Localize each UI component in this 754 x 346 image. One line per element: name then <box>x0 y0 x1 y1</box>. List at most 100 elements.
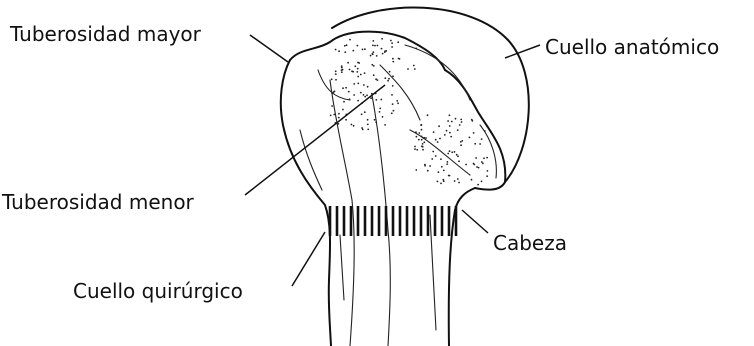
stipple-dot <box>384 124 386 126</box>
stipple-dot <box>460 119 462 121</box>
stipple-dot <box>338 113 340 115</box>
leader-cuello-anatomico <box>505 45 540 58</box>
stipple-dot <box>371 53 373 55</box>
stipple-dot <box>356 71 358 73</box>
stipple-dot <box>422 149 424 151</box>
stipple-dot <box>331 105 333 107</box>
stipple-dot <box>391 112 393 114</box>
stipple-dot <box>381 48 383 50</box>
stipple-dot <box>371 64 373 66</box>
shaft-inner-line <box>372 95 390 346</box>
stipple-dot <box>341 69 343 71</box>
stipple-dot <box>391 46 393 48</box>
stipple-dot <box>335 79 337 81</box>
label-cuello-anatomico: Cuello anatómico <box>545 37 719 57</box>
stipple-dot <box>367 119 369 121</box>
stipple-dot <box>441 166 443 168</box>
stipple-dot <box>454 180 456 182</box>
stipple-dot <box>439 138 441 140</box>
stipple-dot <box>363 94 365 96</box>
stipple-dot <box>427 170 429 172</box>
shaft-fine-lines <box>300 130 436 330</box>
stipple-dot <box>384 77 386 79</box>
stipple-dot <box>475 157 477 159</box>
stipple-dot <box>390 40 392 42</box>
stipple-dot <box>483 157 485 159</box>
stipple-dot <box>482 163 484 165</box>
leader-cabeza <box>462 210 488 233</box>
stipple-dot <box>381 38 383 40</box>
stipple-dot <box>353 94 355 96</box>
stipple-dot <box>354 65 356 67</box>
stipple-dot <box>367 86 369 88</box>
stipple-dot <box>372 45 374 47</box>
stipple-dot <box>447 153 449 155</box>
stipple-dot <box>469 137 471 139</box>
stipple-dot <box>424 164 426 166</box>
stipple-dot <box>366 94 368 96</box>
stipple-dot <box>384 51 386 53</box>
stipple-dot <box>345 119 347 121</box>
stipple-dot <box>372 40 374 42</box>
stipple-dot <box>459 124 461 126</box>
stipple-dot <box>418 132 420 134</box>
stipple-dot <box>415 43 417 45</box>
stipple-dot <box>415 48 417 50</box>
stipple-dot <box>431 158 433 160</box>
stipple-dot <box>461 140 463 142</box>
stipple-dot <box>478 167 480 169</box>
bone-outline-right <box>449 188 475 346</box>
stipple-dot <box>392 85 394 87</box>
stipple-dot <box>423 141 425 143</box>
stipple-dot <box>361 113 363 115</box>
stipple-dot <box>357 83 359 85</box>
stipple-dot <box>396 100 398 102</box>
stipple-dot <box>421 139 423 141</box>
stipple-dot <box>440 183 442 185</box>
stipple-dot <box>391 94 393 96</box>
stipple-dot <box>473 132 475 134</box>
stipple-dot <box>331 78 333 80</box>
stipple-dot <box>444 134 446 136</box>
stipple-dot <box>374 119 376 121</box>
stipple-dot <box>413 65 415 67</box>
stipple-dot <box>345 87 347 89</box>
stipple-dot <box>377 79 379 81</box>
stipple-dot <box>415 169 417 171</box>
stipple-dot <box>460 144 462 146</box>
stipple-dot <box>367 124 369 126</box>
stipple-dot <box>348 91 350 93</box>
stipple-dot <box>382 53 384 55</box>
stipple-dot <box>335 73 337 75</box>
label-tuberosidad-mayor: Tuberosidad mayor <box>10 24 201 44</box>
stipple-dot <box>379 111 381 113</box>
stipple-dot <box>414 68 416 70</box>
stipple-dot <box>353 125 355 127</box>
stipple-dot <box>341 71 343 73</box>
stipple-dot <box>338 50 340 52</box>
stipple-dot <box>362 49 364 51</box>
stipple-dot <box>474 143 476 145</box>
leader-tuberosidad-mayor <box>250 35 288 62</box>
stipple-dot <box>375 121 377 123</box>
stipple-dot <box>377 45 379 47</box>
stipple-dot <box>486 175 488 177</box>
label-tuberosidad-menor: Tuberosidad menor <box>2 192 194 212</box>
stipple-dot <box>360 92 362 94</box>
stipple-dot <box>374 45 376 47</box>
stipple-dot <box>352 71 354 73</box>
stipple-dot <box>443 180 445 182</box>
stipple-dot <box>438 125 440 127</box>
stipple-dot <box>357 100 359 102</box>
stipple-dot <box>332 92 334 94</box>
stipple-dot <box>479 143 481 145</box>
stipple-dot <box>379 108 381 110</box>
stipple-dot <box>360 74 362 76</box>
stipple-dot <box>429 165 431 167</box>
stipple-dot <box>449 125 451 127</box>
stipple-dot <box>455 118 457 120</box>
stipple-dot <box>382 116 384 118</box>
stipple-dot <box>486 157 488 159</box>
surgical-neck-hatching <box>330 206 456 236</box>
stipple-dot <box>357 62 359 64</box>
